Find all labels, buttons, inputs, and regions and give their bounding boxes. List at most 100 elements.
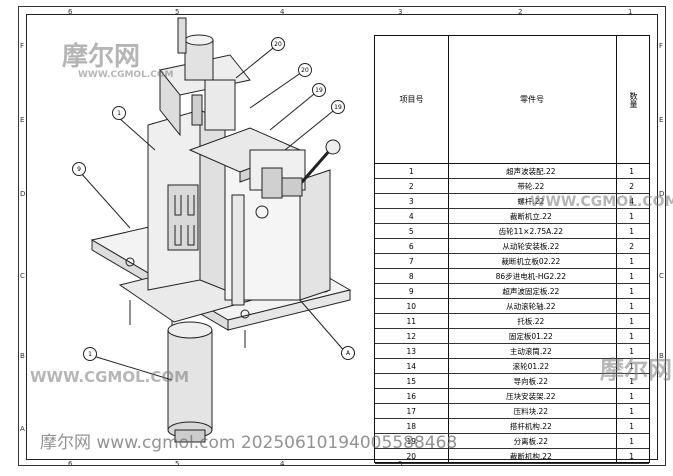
- bom-part-name: 分离板.22: [513, 436, 549, 446]
- bom-qty: 1: [629, 166, 635, 176]
- watermark-site-right: WWW.CGMOL.COM: [530, 194, 673, 210]
- bom-header-qty: 数量: [629, 91, 638, 108]
- zone-bottom-4: 4: [280, 460, 285, 468]
- bom-item-no: 16: [406, 391, 416, 401]
- zone-right-D: D: [659, 190, 665, 198]
- callout-A: A: [341, 346, 355, 360]
- zone-bottom-6: 6: [68, 460, 73, 468]
- zone-left-F: F: [20, 42, 25, 50]
- bom-qty: 1: [629, 211, 635, 221]
- callout-20-b: 20: [298, 63, 312, 77]
- zone-right-F: F: [659, 42, 664, 50]
- bom-item-no: 13: [406, 346, 416, 356]
- bom-item-no: 12: [406, 331, 416, 341]
- bom-qty: 2: [629, 181, 635, 191]
- bom-qty: 4: [629, 196, 635, 206]
- bom-row: 18 搭杆机构.22 1: [375, 419, 649, 435]
- bom-part-name: 滚轮01.22: [512, 361, 550, 371]
- callout-19-a: 19: [312, 83, 326, 97]
- bom-part-name: 从动轮安装板.22: [502, 241, 560, 251]
- bom-part-name: 从动滚轮轴.22: [506, 301, 556, 311]
- watermark-site-bottom: WWW.CGMOL.COM: [30, 368, 190, 386]
- bom-row: 12 固定板01.22 1: [375, 329, 649, 345]
- bom-row: 2 带轮.22 2: [375, 179, 649, 195]
- outer-frame: [18, 6, 666, 466]
- watermark-logo-right: 摩尔网: [600, 356, 672, 384]
- zone-left-B: B: [20, 352, 25, 360]
- zone-top-5: 5: [175, 8, 180, 16]
- zone-right-B: B: [659, 352, 664, 360]
- bom-qty: 1: [629, 301, 635, 311]
- zone-bottom-5: 5: [175, 460, 180, 468]
- bom-item-no: 8: [408, 271, 414, 281]
- bom-item-no: 20: [406, 451, 416, 461]
- bom-part-name: 裁断机立.22: [509, 211, 552, 221]
- zone-right-E: E: [659, 116, 664, 124]
- bom-item-no: 15: [406, 376, 416, 386]
- bom-item-no: 2: [408, 181, 414, 191]
- bom-part-name: 螺杆.22: [517, 196, 545, 206]
- bom-part-name: 齿轮11×2.75A.22: [498, 226, 564, 236]
- bom-qty: 1: [629, 316, 635, 326]
- bom-item-no: 9: [408, 286, 414, 296]
- bom-qty: 1: [629, 421, 635, 431]
- bom-part-name: 86步进电机-HG2.22: [495, 271, 567, 281]
- bom-part-name: 压块安装架.22: [506, 391, 556, 401]
- bom-qty: 1: [629, 451, 635, 461]
- zone-left-E: E: [20, 116, 25, 124]
- callout-20-a: 20: [271, 37, 285, 51]
- bom-part-name: 带轮.22: [517, 181, 545, 191]
- bom-row: 20 裁断机构.22 1: [375, 449, 649, 465]
- bom-part-name: 压料块.22: [513, 406, 549, 416]
- bom-item-no: 6: [408, 241, 414, 251]
- zone-top-3: 3: [398, 8, 403, 16]
- bom-header-item: 项目号: [399, 95, 424, 104]
- bom-item-no: 18: [406, 421, 416, 431]
- bom-part-name: 超声波固定板.22: [502, 286, 560, 296]
- bom-item-no: 14: [406, 361, 416, 371]
- bom-row: 6 从动轮安装板.22 2: [375, 239, 649, 255]
- bom-item-no: 19: [406, 436, 416, 446]
- bom-part-name: 搭杆机构.22: [509, 421, 552, 431]
- bom-part-name: 固定板01.22: [508, 331, 553, 341]
- bom-qty: 1: [629, 436, 635, 446]
- bom-part-name: 超声波装配.22: [506, 166, 556, 176]
- bom-row: 15 导向板.22 1: [375, 374, 649, 390]
- bom-item-no: 17: [406, 406, 416, 416]
- bom-item-no: 1: [408, 166, 414, 176]
- bom-item-no: 7: [408, 256, 414, 266]
- bom-qty: 1: [629, 256, 635, 266]
- callout-1-bottom: 1: [83, 347, 97, 361]
- callout-1-top: 1: [112, 106, 126, 120]
- zone-left-C: C: [20, 272, 25, 280]
- bom-qty: 1: [629, 346, 635, 356]
- bom-qty: 2: [629, 241, 635, 251]
- callout-9: 9: [72, 162, 86, 176]
- bom-item-no: 5: [408, 226, 414, 236]
- bom-qty: 1: [629, 376, 635, 386]
- bom-part-name: 裁断机构.22: [509, 451, 552, 461]
- callout-19-b: 19: [331, 100, 345, 114]
- zone-left-D: D: [20, 190, 26, 198]
- bom-row: 1 超声波装配.22 1: [375, 164, 649, 180]
- bom-qty: 1: [629, 331, 635, 341]
- watermark-site-top: WWW.CGMOL.COM: [78, 70, 174, 80]
- bom-part-name: 导向板.22: [513, 376, 549, 386]
- zone-right-C: C: [659, 272, 664, 280]
- bom-header: 项目号 零件号 数量: [375, 36, 649, 164]
- bom-part-name: 托板.22: [517, 316, 545, 326]
